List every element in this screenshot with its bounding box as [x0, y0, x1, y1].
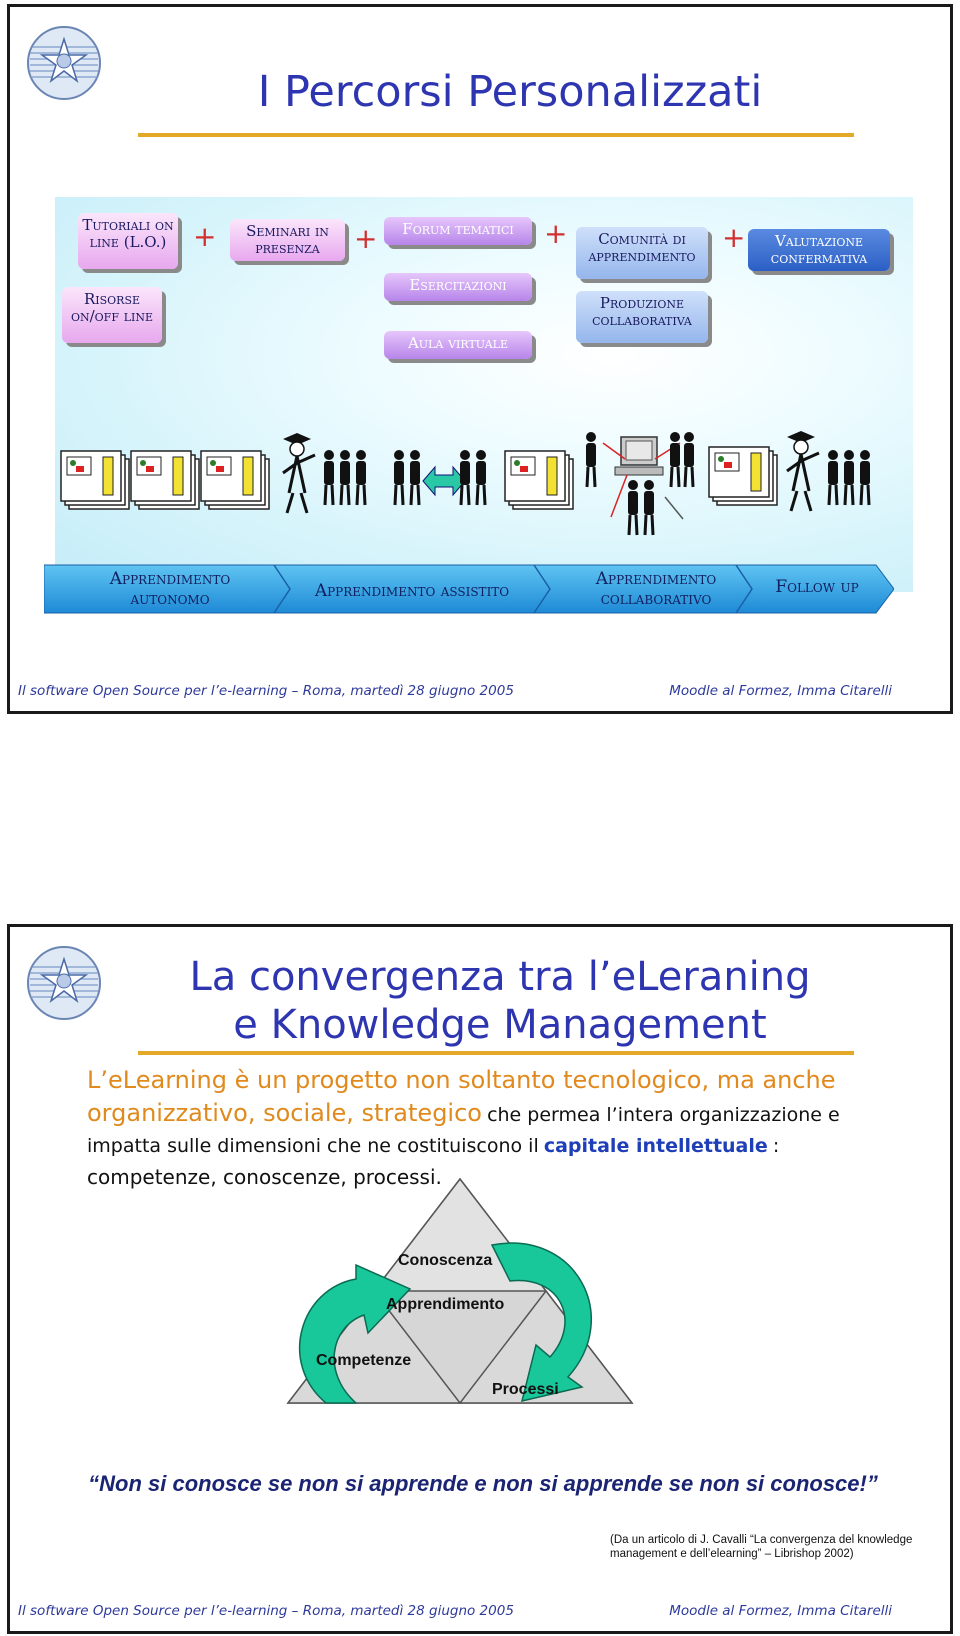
emblem-logo-icon — [27, 26, 101, 100]
plus-sign: + — [193, 220, 217, 253]
para-colon: : — [772, 1135, 780, 1157]
footer-left: Il software Open Source per l’e-learning… — [18, 683, 514, 699]
label-processi: Processi — [492, 1381, 559, 1398]
document-stack-icon — [504, 450, 574, 510]
student-figure-icon — [458, 448, 488, 507]
box-tutoriali: Tutoriali on line (L.O.) — [78, 213, 178, 269]
slide-percorsi: I Percorsi Personalizzati Tutoriali on l… — [7, 4, 953, 714]
quote: “Non si conosce se non si apprende e non… — [88, 1471, 878, 1496]
student-figure-icon — [322, 448, 368, 507]
cycle-arrow-icon — [298, 1263, 412, 1404]
cycle-arrow-icon — [490, 1242, 593, 1403]
footer-right: Moodle al Formez, Imma Citarelli — [669, 1603, 892, 1619]
para-orange: L’eLearning è un progetto non soltanto t… — [87, 1066, 836, 1127]
illustrations-row — [60, 429, 872, 537]
document-stack-icon — [200, 450, 270, 510]
footer-right: Moodle al Formez, Imma Citarelli — [669, 683, 892, 699]
banner-assistito: Apprendimento assistito — [314, 581, 510, 601]
teacher-figure-icon — [281, 431, 317, 515]
body-paragraph: L’eLearning è un progetto non soltanto t… — [87, 1065, 847, 1192]
box-risorse: Risorse on/off line — [62, 287, 162, 343]
plus-sign: + — [544, 217, 568, 250]
box-seminari: Seminari in presenza — [230, 219, 345, 261]
title-line-2: e Knowledge Management — [233, 1002, 767, 1048]
banner-autonomo: Apprendimento autonomo — [109, 569, 231, 609]
process-banner — [44, 564, 894, 614]
title-underline — [138, 1051, 854, 1055]
title-underline — [138, 133, 854, 137]
label-conoscenza: Conoscenza — [398, 1252, 493, 1269]
slide-title: I Percorsi Personalizzati — [257, 67, 763, 117]
box-esercitazioni: Esercitazioni — [384, 273, 532, 301]
box-produzione: Produzione collaborativa — [576, 291, 708, 343]
knowledge-triangle-diagram — [286, 1177, 634, 1404]
label-competenze: Competenze — [316, 1352, 412, 1369]
plus-sign: + — [722, 221, 746, 254]
box-forum: Forum tematici — [384, 217, 532, 245]
box-valutazione: Valutazione confermativa — [748, 229, 890, 271]
slide-title: La convergenza tra l’eLeraning e Knowled… — [130, 953, 870, 1049]
label-apprendimento: Apprendimento — [386, 1296, 505, 1313]
teacher-figure-icon — [785, 429, 821, 513]
document-stack-icon — [708, 446, 778, 506]
document-stack-icon — [60, 450, 130, 510]
plus-sign: + — [354, 222, 378, 255]
footer-left: Il software Open Source per l’e-learning… — [18, 1603, 514, 1619]
emblem-logo-icon — [27, 946, 101, 1020]
banner-follow-up: Follow up — [775, 577, 859, 597]
para-last-line: competenze, conoscenze, processi. — [87, 1165, 442, 1189]
student-figure-icon — [826, 448, 872, 507]
slide-convergenza: La convergenza tra l’eLeraning e Knowled… — [7, 924, 953, 1634]
title-line-1: La convergenza tra l’eLeraning — [189, 954, 811, 1000]
student-figure-icon — [392, 448, 422, 507]
para-dark: che permea l’intera organizzazione e imp… — [87, 1104, 840, 1157]
document-stack-icon — [130, 450, 200, 510]
box-aula-virtuale: Aula virtuale — [384, 331, 532, 359]
banner-collaborativo: Apprendimento collaborativo — [595, 569, 717, 609]
citation: (Da un articolo di J. Cavalli “La conver… — [610, 1534, 913, 1560]
computer-icon — [602, 436, 684, 520]
para-highlight: capitale intellettuale — [543, 1135, 768, 1157]
box-comunita: Comunità di apprendimento — [576, 227, 708, 279]
double-arrow-icon — [422, 465, 466, 497]
